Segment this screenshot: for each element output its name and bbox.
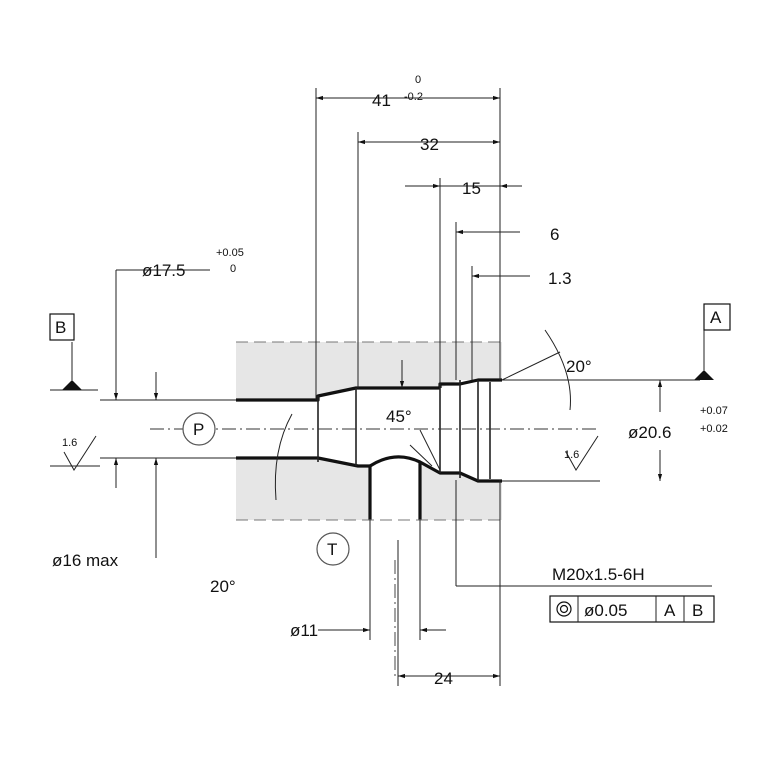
dim-1-3-text: 1.3 bbox=[548, 269, 572, 288]
dim-20-6-tol-lower: +0.02 bbox=[700, 423, 728, 435]
surface-finish-left-icon bbox=[63, 435, 97, 471]
t-port-intersection bbox=[369, 455, 421, 468]
left-diameter-dims bbox=[50, 269, 236, 558]
thread-spec-text: M20x1.5-6H bbox=[552, 565, 645, 584]
surface-finish-right-text: 1.6 bbox=[564, 449, 579, 461]
fcf-border bbox=[549, 595, 715, 623]
dimension-lines bbox=[316, 95, 530, 679]
angle-45-text: 45° bbox=[386, 407, 412, 426]
angle-45-line bbox=[419, 429, 441, 471]
body-boundary bbox=[236, 341, 502, 521]
lower-right-bore-line bbox=[418, 460, 502, 520]
datum-b-label: B bbox=[55, 318, 66, 337]
surface-finish-right-icon bbox=[565, 435, 599, 471]
dim-6-text: 6 bbox=[550, 225, 559, 244]
angle-20-bottom-text: 20° bbox=[210, 577, 236, 596]
fcf-value-text: ø0.05 bbox=[584, 601, 627, 620]
port-markers bbox=[182, 412, 350, 566]
surface-finish-left-text: 1.6 bbox=[62, 437, 77, 449]
dim-16-max-text: ø16 max bbox=[52, 551, 119, 570]
feature-control-frame bbox=[549, 595, 715, 623]
lower-left-bore-line bbox=[236, 456, 372, 520]
bore-cavity bbox=[236, 380, 502, 520]
dim-32-text: 32 bbox=[420, 135, 439, 154]
dim-15-text: 15 bbox=[462, 179, 481, 198]
dim-20-6-tol-upper: +0.07 bbox=[700, 405, 728, 417]
dim-24-text: 24 bbox=[434, 669, 453, 688]
port-t-circle bbox=[316, 532, 350, 566]
dim-17-5-tol-lower: 0 bbox=[230, 263, 236, 275]
port-p-circle bbox=[182, 412, 216, 446]
concentricity-icon bbox=[556, 601, 572, 617]
labels: 41 0 -0.2 32 15 6 1.3 ø17.5 +0.05 0 ø20.… bbox=[52, 74, 728, 688]
concentricity-icon-inner bbox=[559, 604, 569, 614]
datum-markers bbox=[49, 303, 731, 390]
datum-b-box bbox=[49, 313, 75, 341]
angle-20-top-text: 20° bbox=[566, 357, 592, 376]
angle-45-cross bbox=[409, 444, 433, 467]
dim-41-tol-lower: -0.2 bbox=[404, 91, 423, 103]
surface-finish-symbols bbox=[63, 435, 599, 471]
angle-markers bbox=[274, 329, 571, 501]
dim-17-5-tol-upper: +0.05 bbox=[216, 247, 244, 259]
datum-b-triangle bbox=[62, 380, 82, 390]
port-p-label: P bbox=[193, 420, 204, 439]
dim-41-text: 41 bbox=[372, 91, 391, 110]
fcf-datum-2-text: B bbox=[692, 601, 703, 620]
dim-41-tol-upper: 0 bbox=[415, 74, 421, 86]
angle-20-bottom-arc bbox=[274, 413, 293, 501]
datum-a-label: A bbox=[710, 308, 722, 327]
extension-lines bbox=[315, 88, 712, 686]
right-diameter-dims bbox=[502, 379, 700, 482]
dim-20-6-text: ø20.6 bbox=[628, 423, 671, 442]
fcf-datum-1-text: A bbox=[664, 601, 676, 620]
datum-a-box bbox=[703, 303, 731, 331]
angle-20-top-line bbox=[501, 351, 561, 381]
port-t-label: T bbox=[327, 540, 337, 559]
angle-20-top-arc bbox=[544, 329, 571, 411]
datum-a-triangle bbox=[694, 370, 714, 380]
dim-17-5-text: ø17.5 bbox=[142, 261, 185, 280]
center-lines bbox=[150, 428, 600, 680]
dim-11-text: ø11 bbox=[290, 621, 318, 640]
